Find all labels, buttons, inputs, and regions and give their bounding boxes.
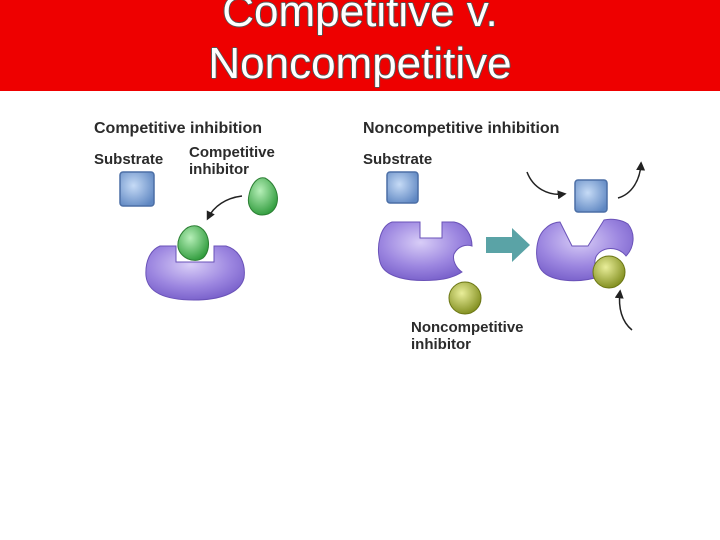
noncompetitive-substrate-label: Substrate bbox=[363, 151, 433, 168]
competitive-inhibitor-label-line2: inhibitor bbox=[189, 161, 249, 178]
slide-title-line2: Noncompetitive bbox=[208, 39, 512, 88]
noncompetitive-inhibitor-label-line1: Noncompetitive bbox=[411, 319, 524, 336]
slide-title: Competitive v. Noncompetitive bbox=[0, 0, 720, 90]
noncompetitive-substrate-left bbox=[386, 171, 419, 204]
competitive-substrate-label: Substrate bbox=[94, 151, 164, 168]
competitive-substrate bbox=[119, 171, 155, 207]
competitive-inhibitor-label-line1: Competitive bbox=[189, 144, 275, 161]
noncompetitive-inhibitor bbox=[448, 281, 482, 315]
slide-title-line1: Competitive v. bbox=[222, 0, 498, 36]
noncompetitive-enzyme-distorted bbox=[536, 218, 634, 282]
substrate-approach-arrow bbox=[526, 171, 567, 200]
noncompetitive-heading: Noncompetitive inhibition bbox=[363, 120, 560, 137]
transition-arrow bbox=[486, 228, 530, 262]
noncompetitive-inhibitor-label: Noncompetitive inhibitor bbox=[411, 319, 524, 353]
bound-noncompetitive-inhibitor bbox=[592, 255, 626, 289]
competitive-inhibitor bbox=[247, 177, 278, 216]
title-bar bbox=[0, 0, 720, 91]
substrate-leave-arrow bbox=[617, 161, 646, 199]
noncompetitive-inhibitor-label-line2: inhibitor bbox=[411, 336, 471, 353]
competitive-inhibitor-label: Competitive inhibitor bbox=[189, 144, 275, 178]
noncompetitive-enzyme-active bbox=[378, 221, 473, 281]
competitive-enzyme bbox=[145, 245, 245, 301]
competitive-heading: Competitive inhibition bbox=[94, 120, 262, 137]
competitive-arrow bbox=[206, 195, 243, 221]
inhibitor-approach-arrow bbox=[614, 289, 633, 331]
noncompetitive-substrate-right bbox=[574, 179, 608, 213]
bound-competitive-inhibitor bbox=[177, 225, 209, 261]
